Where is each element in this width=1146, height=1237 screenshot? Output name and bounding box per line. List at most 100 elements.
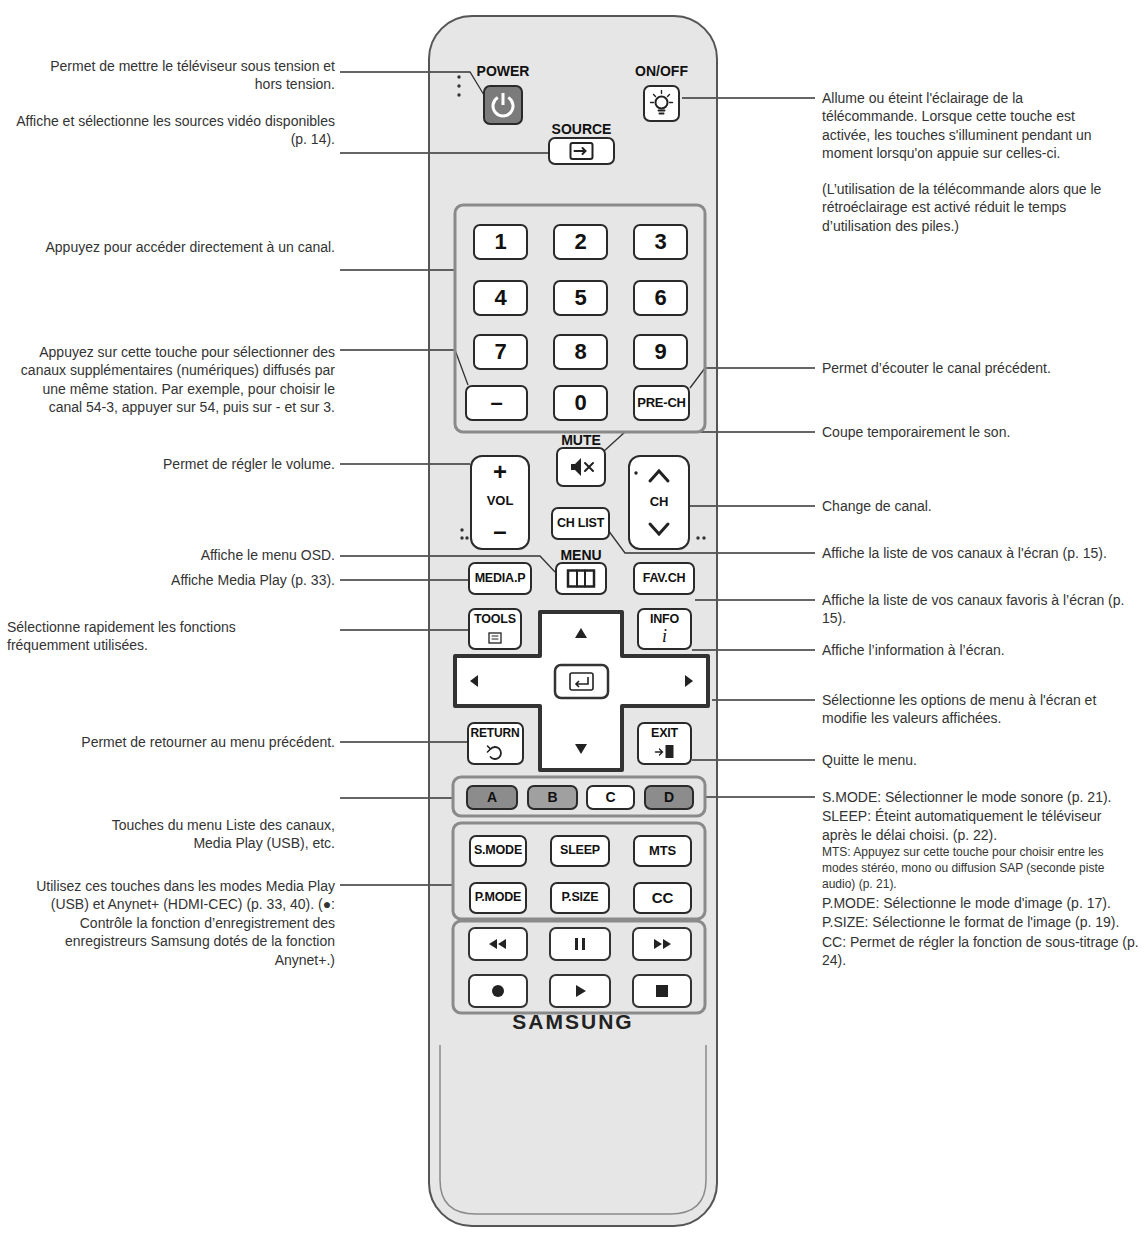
leader-line [692,759,815,760]
bulb-icon [645,87,678,120]
media-button [633,928,691,960]
button-caption: POWER [477,64,530,79]
leader-line [340,350,468,385]
button-label: i [662,627,667,647]
button-label: 6 [654,286,666,310]
tactile-dot [457,93,460,96]
prech-button: PRE-CH [633,385,690,421]
button-label: 4 [494,286,506,310]
tactile-dot [702,536,705,539]
color-button: A [466,785,518,810]
callout-text: Appuyez pour accéder directement à un ca… [35,238,335,256]
leader-line [340,72,484,95]
button-label: INFO [650,613,679,627]
button-description: CC: Permet de régler la fonction de sous… [822,933,1140,970]
return-button: RETURN [467,722,524,765]
button-label: 7 [494,340,506,364]
callout-text: Affiche la liste de vos canaux favoris à… [822,591,1134,628]
button-group-outline [453,921,705,1013]
remote-body: SAMSUNGPOWERON/OFFSOURCE123456789–0PRE-C… [428,15,718,1227]
function-button: P.MODE [469,882,527,914]
callout-text: Affiche et sélectionne les sources vidéo… [5,112,335,149]
button-label: 2 [574,230,586,254]
button-label: MEDIA.P [475,572,526,586]
button-label: CC [652,890,674,907]
info-button: INFOi [637,608,692,650]
color-button: C [586,785,635,810]
leader-line [340,797,453,798]
button-caption: ON/OFF [635,64,688,79]
callout-text: Affiche la liste de vos canaux à l'écran… [822,544,1134,562]
function-button: SLEEP [550,835,610,867]
callout-text: Coupe temporairement le son. [822,423,1132,441]
button-caption: SOURCE [552,122,612,137]
callout-text: Permet de régler le volume. [35,455,335,473]
digit-button: 4 [473,280,528,316]
leader-line [682,97,815,98]
button-label: S.MODE [474,844,522,858]
remote-surface [428,15,718,1227]
direction-arrow [575,628,587,638]
button-label: A [487,790,497,805]
button-caption: MUTE [561,433,601,448]
media-button [469,928,527,960]
digit-button: 5 [553,280,608,316]
tactile-dot [465,536,468,539]
function-button: S.MODE [469,835,527,867]
button-description: S.MODE: Sélectionner le mode sonore (p. … [822,788,1140,806]
callout-text: Permet d’écouter le canal précédent. [822,359,1132,377]
battery-cover-line [440,1045,706,1214]
volume-rocker: +VOL– [470,455,530,550]
button-description: P.SIZE: Sélectionne le format de l'image… [822,913,1140,931]
button-description: SLEEP: Éteint automatiquement le télévis… [822,807,1140,844]
digit-button: 8 [553,334,608,370]
exit-button: EXIT [637,722,692,765]
channel-rocker: CH [628,455,690,550]
button-description: P.MODE: Sélectionne le mode d'image (p. … [822,894,1140,912]
button-label: RETURN [471,727,520,740]
mediap-button: MEDIA.P [468,562,532,595]
direction-arrow [470,675,478,687]
digit-button: 9 [633,334,688,370]
leader-line [690,368,815,388]
power-button: POWER [483,85,523,125]
tactile-dot [696,536,699,539]
callout-text: Allume ou éteint l'éclairage de la téléc… [822,89,1112,163]
button-label: B [547,790,557,805]
chlist-button: CH LIST [551,507,610,540]
callout-text: Sélectionne les options de menu à l'écra… [822,691,1138,728]
enter-button [555,665,608,698]
leader-line [340,152,548,153]
tactile-dot [457,75,460,78]
callout-text: Change de canal. [822,497,1132,515]
media-button [633,975,691,1007]
tactile-dot [460,536,463,539]
tactile-dot [457,84,460,87]
light-button: ON/OFF [643,85,680,122]
enter-icon [570,673,593,690]
button-label: D [664,790,674,805]
leader-line [712,699,815,700]
leader-line [340,463,470,464]
source-button: SOURCE [548,137,615,165]
callout-text: Utilisez ces touches dans les modes Medi… [35,877,335,969]
mute-icon [558,449,604,485]
button-label: CH LIST [557,517,604,531]
dash-button: – [465,385,528,421]
color-button: D [644,785,694,810]
function-button: P.SIZE [550,882,610,914]
digit-button: 7 [473,334,528,370]
button-label: P.MODE [475,891,522,905]
leader-line [340,269,455,270]
function-button: MTS [633,835,692,867]
callout-text: Affiche l’information à l’écran. [822,641,1134,659]
brand-logo: SAMSUNG [430,1010,716,1033]
callout-text: Touches du menu Liste des canaux, Media … [73,816,335,853]
button-label: + [493,459,507,485]
digit-button: 6 [633,280,688,316]
callout-text: Affiche le menu OSD. [85,546,335,564]
color-button: B [527,785,578,810]
leader-line [340,579,468,580]
leader-line [340,884,453,885]
